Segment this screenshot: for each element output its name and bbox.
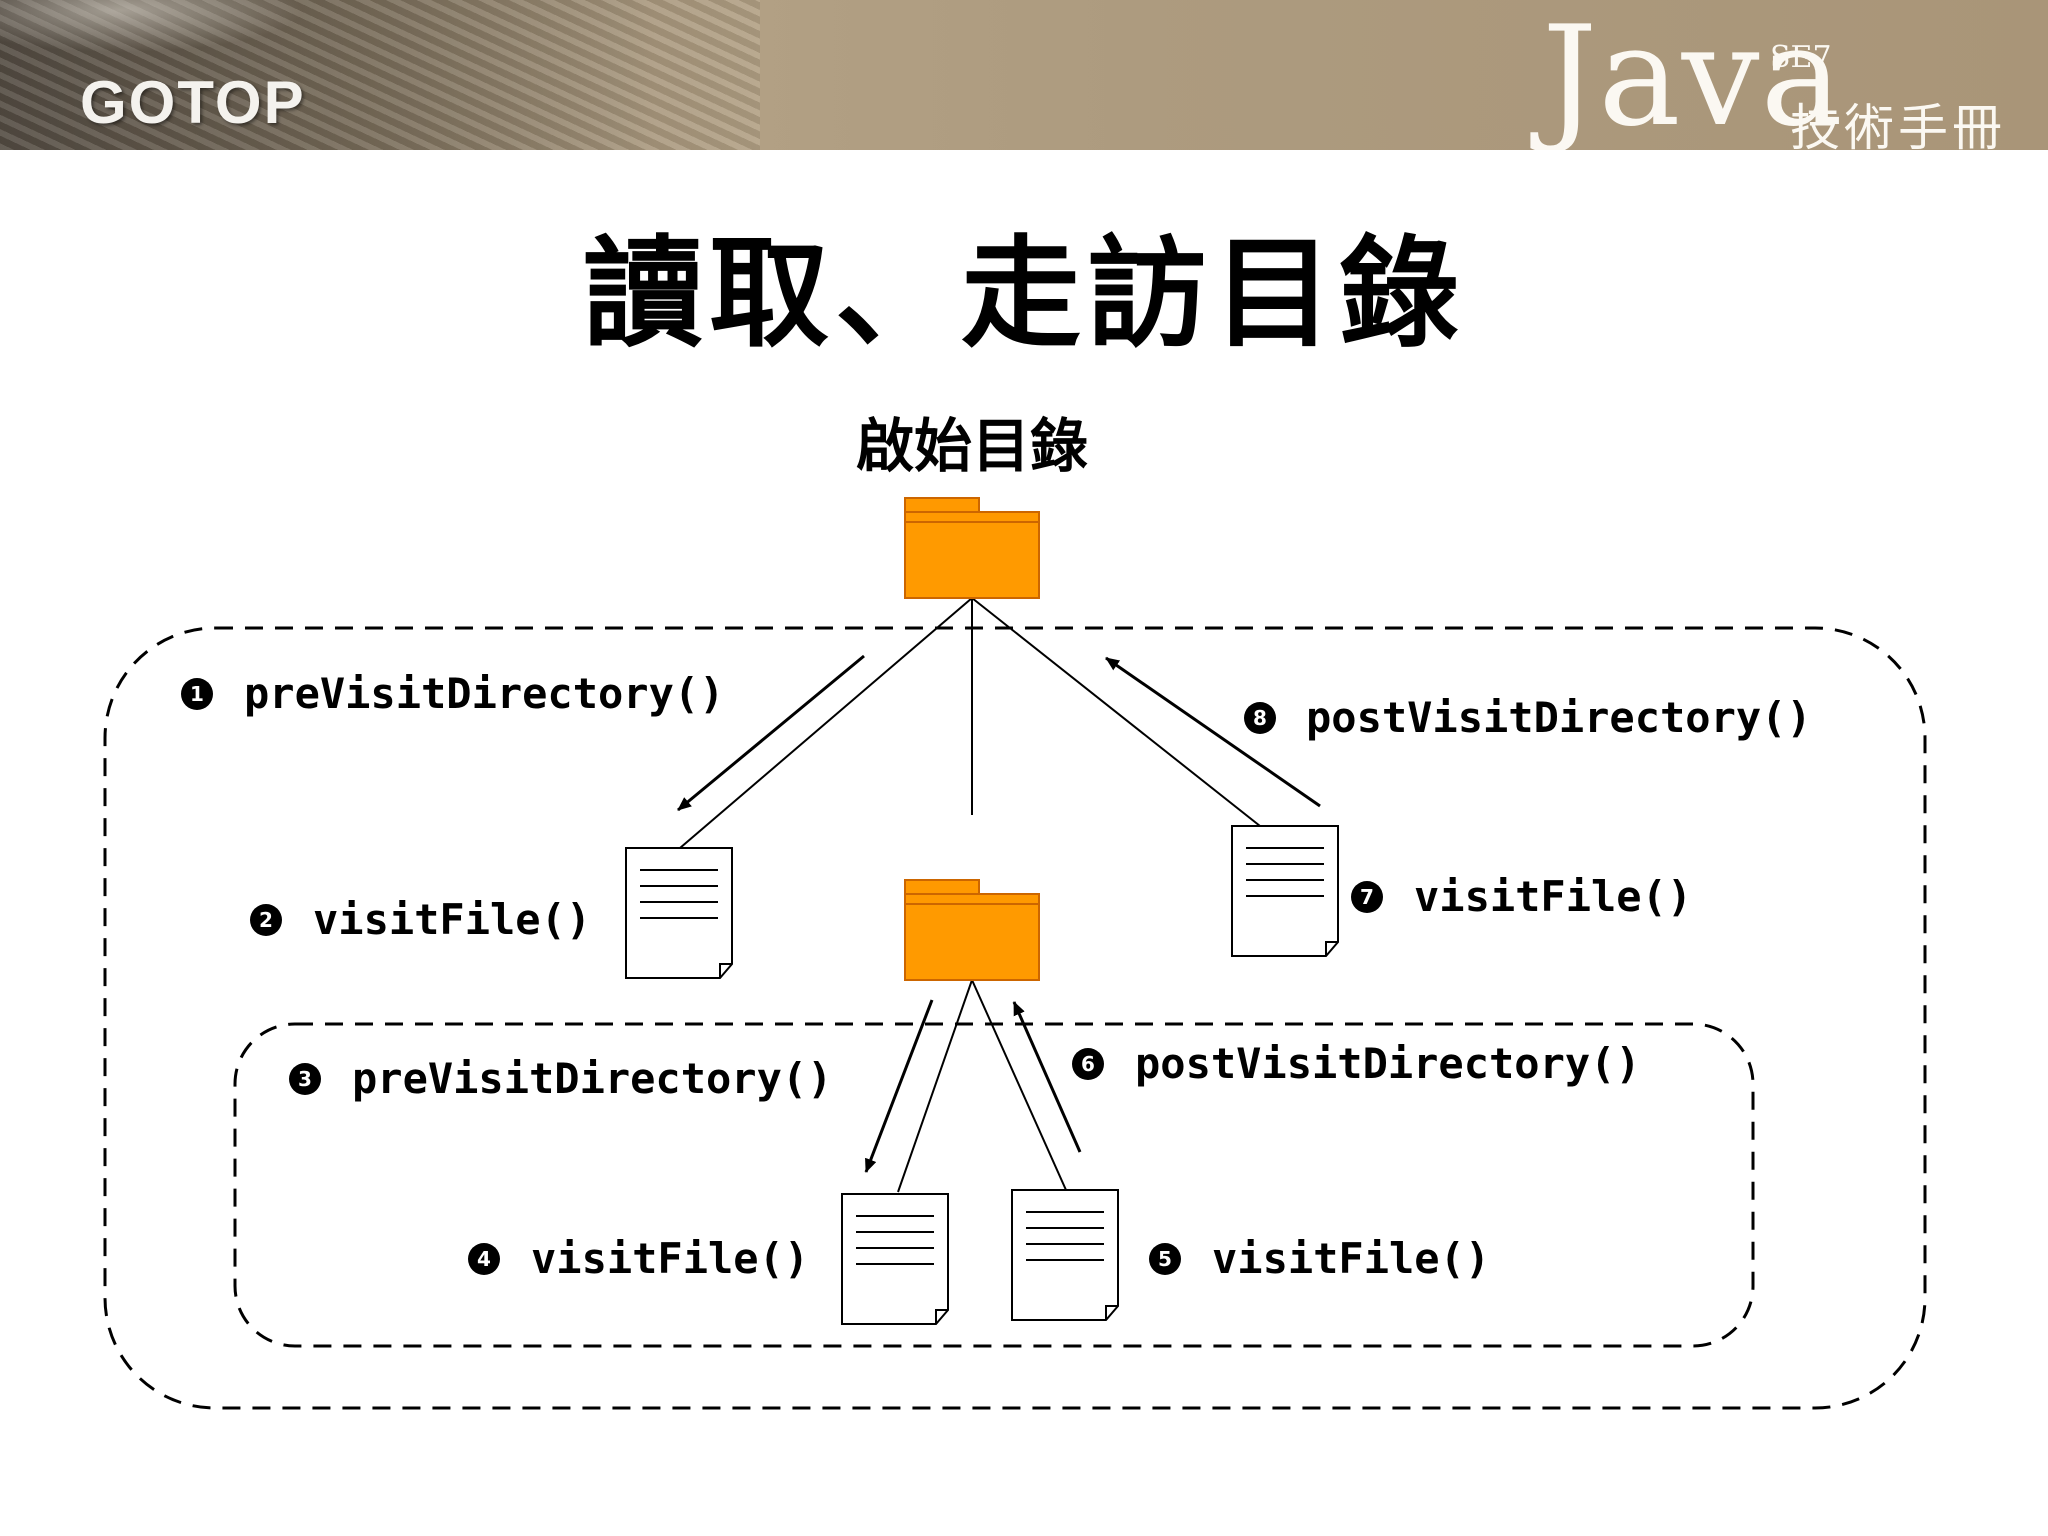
step-4-badge [468,1243,500,1275]
outer-scope-boundary [103,626,1927,1410]
publisher-logo: GOTOP [80,69,306,136]
step-5-method: visitFile() [1212,1234,1490,1283]
step-3-badge [289,1063,321,1095]
step-8-label: 8 postVisitDirectory() [1244,693,1812,742]
step-3-number: 3 [298,1067,312,1091]
arrow-postvisit-root [1105,656,1321,808]
root-folder-icon [904,497,1040,599]
step-4-method: visitFile() [531,1234,809,1283]
sub-folder-icon [904,879,1040,981]
step-1-number: 1 [190,682,204,706]
step-2-method: visitFile() [313,895,591,944]
inner-scope-boundary [233,1022,1755,1348]
step-8-method: postVisitDirectory() [1306,693,1812,742]
step-3-label: 3 preVisitDirectory() [289,1054,832,1103]
step-1-label: 1 preVisitDirectory() [181,669,724,718]
file-icon [841,1193,949,1325]
arrow-previsit-root [677,654,865,812]
step-5-number: 5 [1158,1247,1172,1271]
sand-background [0,0,760,150]
step-3-method: preVisitDirectory() [352,1054,832,1103]
book-subtitle: 技術手冊 [1790,99,2006,150]
step-4-number: 4 [477,1247,491,1271]
root-directory-label: 啟始目錄 [856,412,1088,480]
step-7-number: 7 [1360,885,1374,909]
step-6-number: 6 [1081,1052,1095,1076]
step-7-label: 7 visitFile() [1351,872,1692,921]
edge-sub-file4 [897,979,973,1193]
step-5-badge [1149,1243,1181,1275]
step-8-number: 8 [1253,706,1267,730]
edge-root-file7 [971,597,1261,827]
java-brand: Java [1542,0,1844,150]
java-edition: SE7 [1770,40,1832,75]
step-7-method: visitFile() [1414,872,1692,921]
edge-sub-file5 [971,979,1067,1191]
file-icon [625,847,733,979]
slide-title: 讀取、走訪目錄 [583,225,1465,364]
step-6-method: postVisitDirectory() [1135,1039,1641,1088]
step-1-method: preVisitDirectory() [244,669,724,718]
arrow-previsit-sub [864,999,934,1173]
header-banner: GOTOP Java SE7 技術手冊 [0,0,2048,150]
step-5-label: 5 visitFile() [1149,1234,1490,1283]
step-8-badge [1244,702,1276,734]
step-6-badge [1072,1048,1104,1080]
step-4-label: 4 visitFile() [468,1234,809,1283]
step-2-number: 2 [259,908,273,932]
step-6-label: 6 postVisitDirectory() [1072,1039,1641,1088]
step-2-badge [250,904,282,936]
step-7-badge [1351,881,1383,913]
step-2-label: 2 visitFile() [250,895,591,944]
step-1-badge [181,678,213,710]
arrow-postvisit-sub [1012,1001,1082,1153]
file-icon [1011,1189,1119,1321]
file-icon [1231,825,1339,957]
edge-root-file2 [679,597,973,849]
